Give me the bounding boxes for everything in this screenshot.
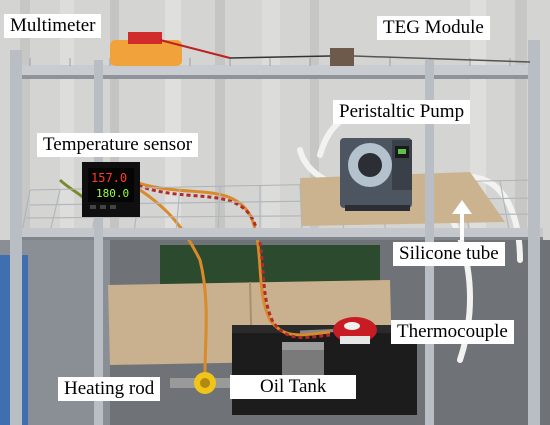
label-silicone-tube: Silicone tube	[393, 242, 505, 266]
temperature-controller: 157.0 180.0	[82, 162, 140, 217]
label-thermocouple: Thermocouple	[391, 320, 514, 344]
label-heating-rod: Heating rod	[58, 377, 161, 401]
label-peristaltic-pump: Peristaltic Pump	[333, 100, 471, 124]
label-multimeter: Multimeter	[4, 14, 102, 38]
peristaltic-pump	[340, 138, 412, 211]
controller-set-value: 180.0	[96, 187, 129, 200]
label-temperature-sensor: Temperature sensor	[37, 133, 199, 157]
multimeter	[110, 32, 231, 66]
thermocouple-probe	[299, 317, 377, 344]
teg-module	[229, 48, 531, 66]
heating-rod	[170, 372, 236, 394]
curtain-folds	[20, 0, 527, 250]
controller-process-value: 157.0	[91, 171, 127, 185]
green-board	[160, 245, 380, 285]
label-oil-tank: Oil Tank	[230, 375, 357, 399]
oil-tank-body	[232, 325, 417, 415]
silicone-tube-arrow	[452, 200, 472, 240]
label-teg-module: TEG Module	[377, 16, 490, 40]
